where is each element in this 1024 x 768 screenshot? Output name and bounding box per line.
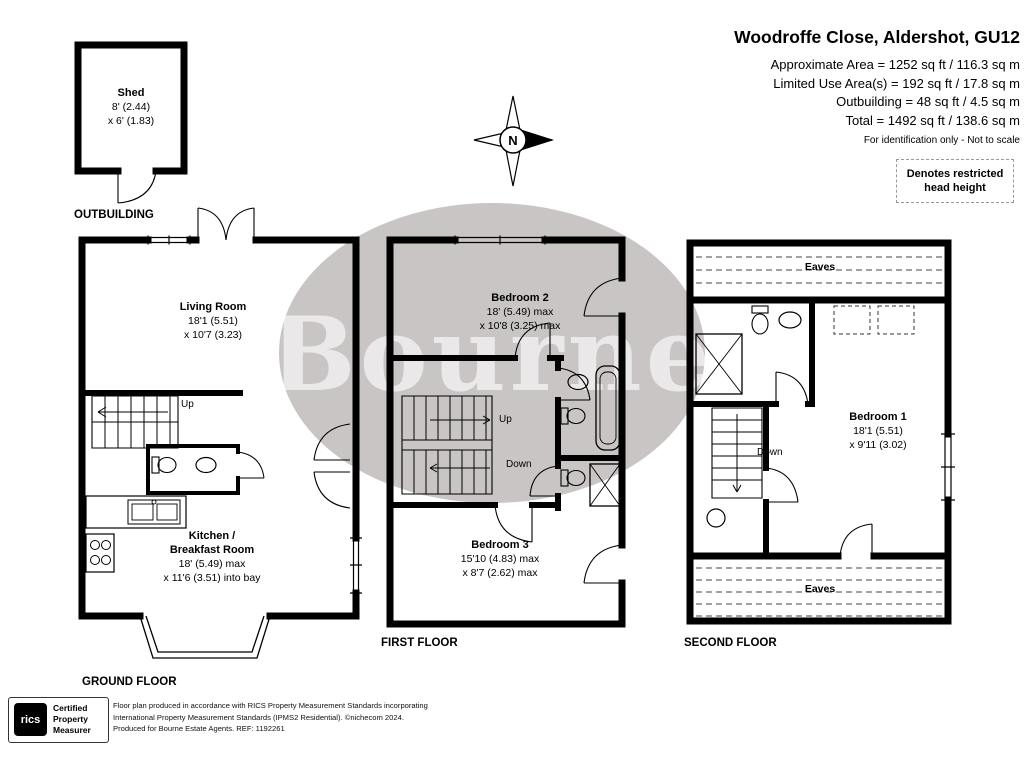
toilet-bowl bbox=[566, 469, 586, 487]
internal-walls bbox=[390, 355, 625, 511]
kitchen-fixtures bbox=[85, 495, 187, 573]
outbuilding-area: Outbuilding = 48 sq ft / 4.5 sq m bbox=[836, 94, 1020, 109]
approximate-area: Approximate Area = 1252 sq ft / 116.3 sq… bbox=[770, 57, 1020, 72]
internal-walls bbox=[687, 297, 815, 559]
tap bbox=[151, 499, 157, 505]
page-title: Woodroffe Close, Aldershot, GU12 bbox=[734, 27, 1020, 47]
living-room-label: Living Room 18'1 (5.51) x 10'7 (3.23) bbox=[179, 301, 247, 341]
bathroom-fixtures bbox=[695, 305, 802, 395]
rooflight bbox=[833, 305, 871, 335]
counter bbox=[85, 495, 187, 529]
walls bbox=[78, 236, 360, 620]
wc-walls bbox=[146, 444, 240, 495]
rooflight bbox=[877, 305, 915, 335]
header: Woodroffe Close, Aldershot, GU12 Approxi… bbox=[734, 26, 1020, 146]
door-arc bbox=[117, 170, 157, 204]
stairs bbox=[401, 395, 493, 495]
total-area: Total = 1492 sq ft / 138.6 sq m bbox=[845, 112, 1020, 128]
door-arc bbox=[529, 465, 559, 497]
restricted-head-height-legend: Denotes restricted head height bbox=[896, 159, 1014, 203]
watermark-ellipse bbox=[279, 203, 705, 503]
door-arc bbox=[765, 467, 799, 503]
basin-icon bbox=[567, 373, 589, 391]
stair-arrow bbox=[732, 414, 742, 493]
kitchen-label: Kitchen / Breakfast Room 18' (5.49) max … bbox=[163, 530, 261, 584]
shed-plan bbox=[74, 41, 188, 204]
second-floor-plan bbox=[686, 239, 955, 625]
basin-icon bbox=[706, 508, 726, 528]
compass-north-label: N bbox=[508, 133, 517, 148]
eaves-top-label: Eaves bbox=[804, 261, 836, 273]
toilet-tank bbox=[751, 305, 769, 314]
hob-icon bbox=[85, 533, 115, 573]
second-floor-section-label: SECOND FLOOR bbox=[684, 637, 777, 649]
toilet-bowl bbox=[157, 456, 177, 474]
area-summary: Approximate Area = 1252 sq ft / 116.3 sq… bbox=[734, 56, 1020, 130]
wc-fixtures bbox=[151, 456, 217, 474]
toilet-tank bbox=[560, 407, 569, 425]
footer-disclaimer: Floor plan produced in accordance with R… bbox=[113, 701, 428, 733]
ground-floor-section-label: GROUND FLOOR bbox=[82, 676, 177, 688]
walls bbox=[386, 236, 626, 628]
up-label-first: Up bbox=[499, 414, 512, 425]
down-label-second: Down bbox=[757, 447, 783, 458]
stairs bbox=[91, 395, 179, 449]
hall-door-arcs bbox=[313, 423, 351, 509]
bathroom-fixtures bbox=[560, 365, 621, 507]
first-floor-plan bbox=[386, 235, 626, 628]
door-arc bbox=[583, 544, 623, 584]
bedroom3-label: Bedroom 3 15'10 (4.83) max x 8'7 (2.62) … bbox=[460, 539, 540, 579]
french-doors bbox=[197, 207, 255, 241]
ground-floor-plan bbox=[78, 207, 362, 659]
eaves-hatch bbox=[696, 256, 942, 617]
walls bbox=[74, 41, 188, 175]
door-arc bbox=[494, 504, 533, 543]
window bbox=[941, 433, 955, 501]
stairs bbox=[711, 407, 763, 499]
compass-icon: N bbox=[473, 95, 554, 187]
disclaimer: For identification only - Not to scale bbox=[863, 135, 1020, 146]
basin-icon bbox=[778, 311, 802, 329]
outbuilding-section-label: OUTBUILDING bbox=[74, 209, 154, 221]
door-arc bbox=[583, 277, 623, 317]
rics-logo-box: rics Certified Property Measurer bbox=[8, 697, 109, 743]
shower-icon bbox=[695, 333, 743, 395]
shed-label: Shed 8' (2.44) x 6' (1.83) bbox=[107, 87, 155, 127]
bedroom2-label: Bedroom 2 18' (5.49) max x 10'8 (3.25) m… bbox=[479, 292, 561, 332]
window bbox=[350, 537, 362, 594]
door-arc bbox=[839, 523, 873, 557]
bath-icon bbox=[595, 365, 621, 451]
limited-use-area: Limited Use Area(s) = 192 sq ft / 17.8 s… bbox=[773, 75, 1020, 91]
window bbox=[147, 235, 191, 245]
rics-logo: rics bbox=[14, 703, 47, 736]
up-label-ground: Up bbox=[181, 399, 194, 410]
door-arc bbox=[514, 322, 551, 359]
door-arc bbox=[557, 367, 591, 401]
shower-icon bbox=[589, 463, 621, 507]
first-floor-section-label: FIRST FLOOR bbox=[381, 637, 458, 649]
window bbox=[454, 235, 546, 245]
stair-arrow bbox=[429, 415, 491, 473]
toilet-tank bbox=[151, 456, 160, 474]
stair-arrow bbox=[97, 406, 168, 418]
rics-caption: Certified Property Measurer bbox=[53, 703, 91, 735]
toilet-bowl bbox=[751, 313, 769, 335]
door-arc bbox=[775, 371, 809, 405]
toilet-tank bbox=[560, 469, 569, 487]
toilet-bowl bbox=[566, 407, 586, 425]
down-label-first: Down bbox=[506, 459, 532, 470]
bay-window bbox=[139, 615, 271, 659]
wc-door-arc bbox=[237, 451, 265, 479]
bedroom1-label: Bedroom 1 18'1 (5.51) x 9'11 (3.02) bbox=[849, 411, 907, 451]
eaves-bottom-label: Eaves bbox=[804, 583, 836, 595]
basin-icon bbox=[195, 456, 217, 474]
